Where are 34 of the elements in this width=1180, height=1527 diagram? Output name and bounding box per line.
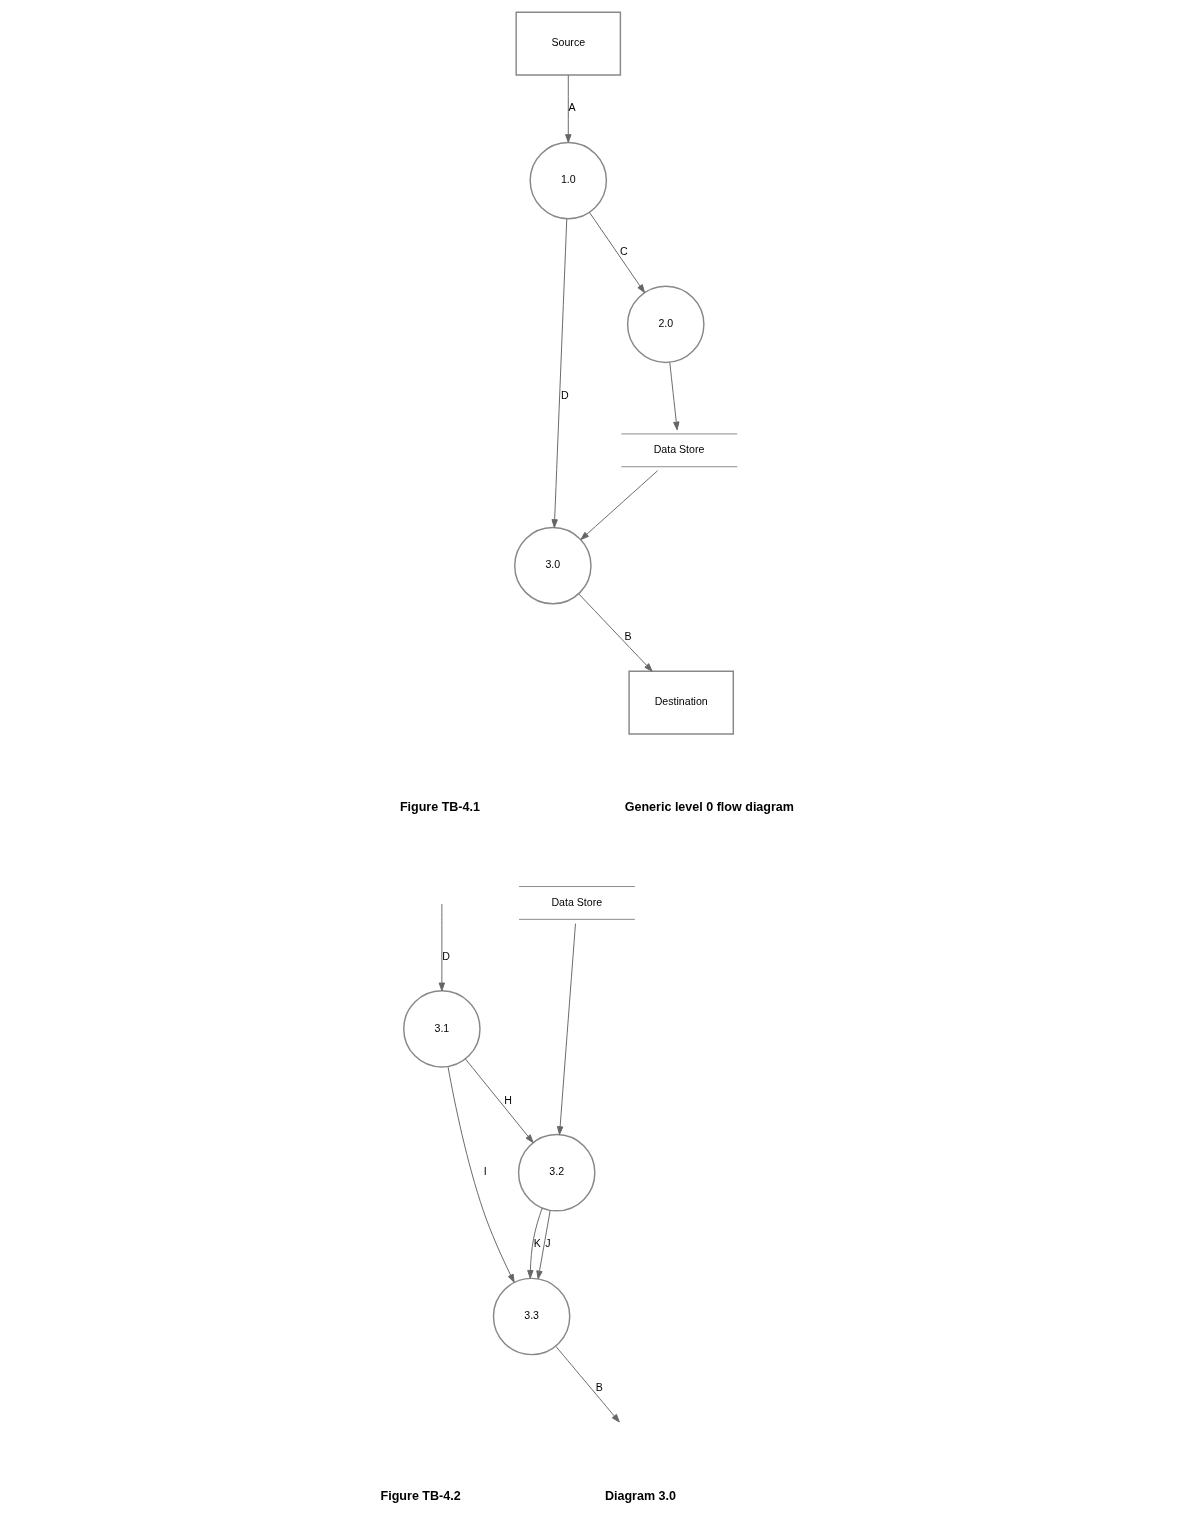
- label: Diagram 3.0: [604, 1488, 677, 1503]
- arrow: [555, 1345, 620, 1423]
- node-text: Data Store: [551, 895, 603, 908]
- arrow: [464, 1058, 534, 1143]
- node-circle: 3.1: [403, 990, 481, 1068]
- edge-label: B: [595, 1381, 603, 1394]
- edge-label: D: [561, 388, 569, 401]
- edge-label: C: [619, 245, 628, 258]
- edge-label: A: [568, 101, 576, 114]
- arrow: [588, 211, 645, 293]
- node-circle: 3.3: [492, 1277, 571, 1356]
- arrow: [580, 470, 659, 540]
- arrow: [438, 903, 446, 992]
- edge-label: H: [504, 1093, 512, 1106]
- edge-label: I: [483, 1165, 487, 1178]
- arrow: [527, 1207, 543, 1279]
- arrow: [565, 74, 572, 143]
- arrow: [556, 923, 576, 1135]
- edge-label: K: [533, 1237, 541, 1250]
- node-box: Source: [515, 11, 622, 76]
- edge-label: J: [545, 1237, 551, 1250]
- edge-label: B: [624, 630, 632, 643]
- node-box: Destination: [628, 670, 735, 735]
- arrow: [536, 1210, 551, 1280]
- label: Generic level 0 flow diagram: [624, 799, 794, 814]
- node-text: Data Store: [653, 443, 705, 456]
- label: Figure TB-4.1: [399, 799, 480, 814]
- label: Figure TB-4.2: [380, 1488, 461, 1503]
- node-circle: 1.0: [529, 141, 608, 220]
- arrow: [551, 218, 568, 528]
- arrow: [447, 1066, 515, 1283]
- edge-label: D: [442, 949, 451, 962]
- arrow: [669, 362, 680, 431]
- arrow: [578, 593, 653, 672]
